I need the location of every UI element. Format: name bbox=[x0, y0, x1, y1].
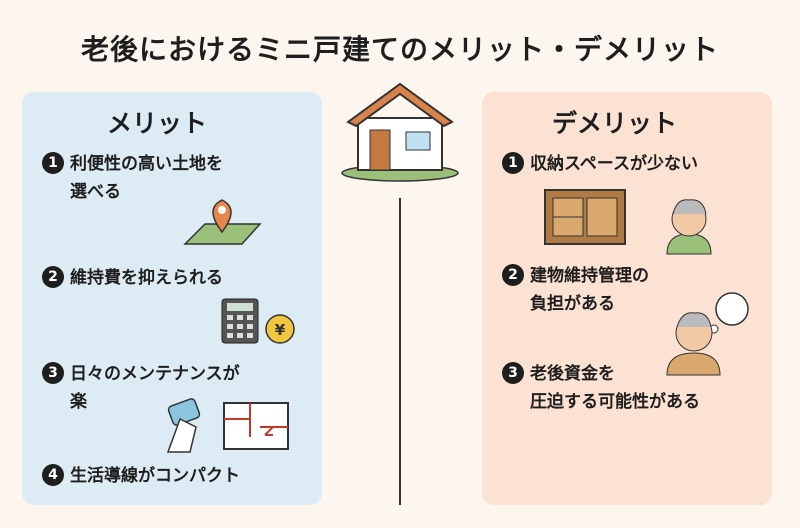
item-text: 選べる bbox=[70, 182, 121, 202]
center-divider bbox=[399, 198, 401, 505]
item-text: 収納スペースが少ない bbox=[530, 154, 698, 174]
number-badge: 3 bbox=[502, 362, 524, 384]
demerit-item-2: 2 建物維持管理の負担がある bbox=[502, 262, 649, 318]
item-text: 維持費を抑えられる bbox=[70, 268, 223, 288]
item-text: 日々のメンテナンスが bbox=[70, 364, 240, 384]
demerits-panel: デメリット 1 収納スペースが少ない 2 建物維持管理の負担がある 3 老後資金を圧迫… bbox=[482, 92, 772, 505]
demerit-item-1: 1 収納スペースが少ない bbox=[502, 150, 698, 178]
item-text: 圧迫する可能性がある bbox=[530, 392, 700, 412]
number-badge: 2 bbox=[502, 264, 524, 286]
number-badge: 1 bbox=[502, 152, 524, 174]
number-badge: 1 bbox=[42, 152, 64, 174]
merits-heading: メリット bbox=[107, 109, 208, 138]
merits-panel: メリット 1 利便性の高い土地を選べる 2 維持費を抑えられる 3 日々のメンテナンス… bbox=[22, 92, 322, 505]
merit-item-1: 1 利便性の高い土地を選べる bbox=[42, 150, 223, 206]
demerit-item-3: 3 老後資金を圧迫する可能性がある bbox=[502, 360, 700, 416]
cleaning-and-floorplan-icon bbox=[166, 398, 289, 453]
number-badge: 3 bbox=[42, 362, 64, 384]
item-text: 建物維持管理の bbox=[530, 266, 649, 286]
item-text: 利便性の高い土地を bbox=[70, 154, 223, 174]
item-text: 楽 bbox=[70, 392, 87, 412]
number-badge: 4 bbox=[42, 464, 64, 486]
merit-item-4: 4 生活導線がコンパクト bbox=[42, 462, 240, 490]
merit-item-3: 3 日々のメンテナンスが楽 bbox=[42, 360, 240, 416]
worried-elderly-person-icon bbox=[666, 292, 749, 376]
demerits-heading: デメリット bbox=[552, 109, 678, 138]
house-icon bbox=[341, 82, 459, 182]
number-badge: 2 bbox=[42, 266, 64, 288]
merit-item-2: 2 維持費を抑えられる bbox=[42, 264, 223, 292]
page-title: 老後におけるミニ戸建てのメリット・デメリット bbox=[80, 33, 719, 66]
item-text: 負担がある bbox=[530, 294, 615, 314]
item-text: 生活導線がコンパクト bbox=[70, 466, 240, 486]
storage-and-worried-person-icon bbox=[544, 189, 712, 255]
map-pin-icon bbox=[183, 199, 262, 245]
calculator-icon: ¥ bbox=[221, 298, 295, 344]
item-text: 老後資金を bbox=[530, 364, 615, 384]
yen-symbol: ¥ bbox=[275, 321, 286, 339]
